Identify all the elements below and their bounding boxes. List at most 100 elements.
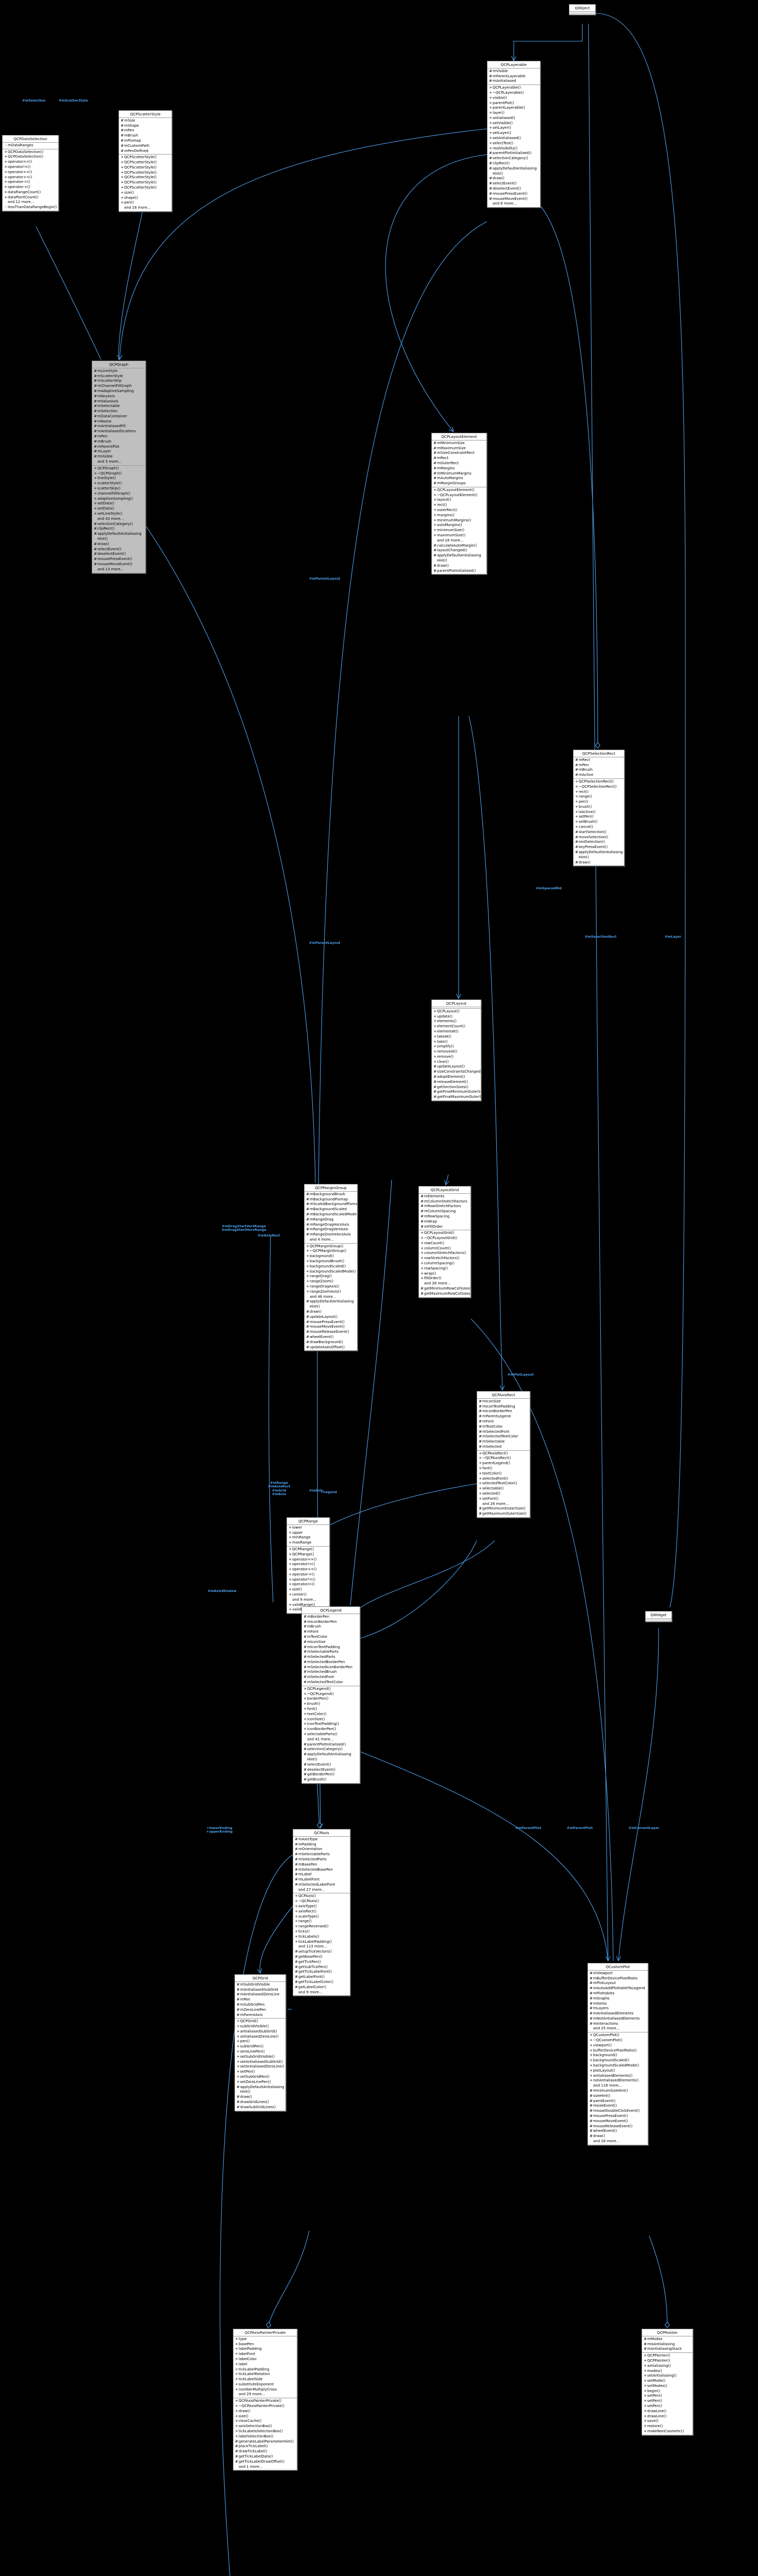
member-label: columnCount() [424,1246,451,1250]
visibility-marker [478,1502,482,1507]
visibility-marker: + [306,1269,309,1274]
attribute-row: #mAutoAddPlottableToLegend [588,1986,648,1991]
member-label: rangeZoom() [310,1279,333,1284]
member-label: deselectEvent() [97,552,126,556]
visibility-marker: # [121,143,124,148]
member-label: ~QCustomPlot() [593,2038,622,2043]
method-row: #draw() [305,1310,357,1315]
class-box-qcpgraph[interactable]: QCPGraph#mLineStyle#mScatterStyle#mScatt… [92,361,146,573]
visibility-marker: + [304,1702,307,1706]
visibility-marker: + [589,2048,593,2053]
member-label: selectEvent() [493,181,517,186]
member-label: range() [298,1919,312,1924]
visibility-marker: # [94,454,97,459]
class-box-qcpselectionrect[interactable]: QCPSelectionRect#mRect#mPen#mBrush#mActi… [573,750,625,867]
visibility-marker: + [4,164,7,169]
class-box-qcpaxispainterprivate[interactable]: QCPAxisPainterPrivate+type+basePen+label… [233,2329,297,2471]
class-box-qcplayout[interactable]: QCPLayout+QCPLayout()+update()+elements(… [431,999,481,1101]
member-label: mLabel [298,1872,312,1877]
visibility-marker: + [295,1904,298,1909]
member-label: center() [292,1592,307,1597]
class-name: QCPScatterStyle [119,111,172,118]
visibility-marker: + [235,2367,238,2371]
attribute-row: +numberMultiplyCross [233,2387,297,2393]
method-row: #getBrush() [302,1777,360,1783]
visibility-marker: # [420,1209,424,1214]
attribute-row: #mIconTextPadding [302,1645,360,1650]
member-label-continuation: Hint() [310,1304,320,1309]
method-row: +parentLayerable() [487,106,540,111]
visibility-marker: + [433,1039,436,1044]
member-label: scatterStyle() [97,481,122,486]
class-box-qcpgrid[interactable]: QCPGrid#mSubGridVisible#mAntialiasedSubG… [234,1974,286,2111]
class-box-qwidget[interactable]: QWidget [645,1611,672,1622]
edge-label-l17: #mParentPlot [515,1826,542,1830]
member-label: subGridVisible() [240,2024,269,2029]
method-row: +drawLine() [642,2409,693,2414]
visibility-marker: + [479,1451,482,1455]
member-label: parentPlotInitialized() [307,1742,346,1747]
member-label: and 12 more... [8,200,35,205]
class-box-qcppainter[interactable]: QCPPainter#mModes#mIsAntialiasing#mAntia… [642,2329,693,2435]
class-methods-section: +QCPLayerable()+~QCPLayerable()+visible(… [487,85,540,207]
visibility-marker: + [306,1264,309,1268]
attribute-row: +label [233,2362,297,2367]
visibility-marker: # [306,1314,309,1319]
method-row: #resizeEvent() [588,2104,648,2109]
visibility-marker: + [489,126,492,130]
member-label: getTickPen() [298,1959,321,1964]
member-label: mActive [579,773,594,777]
class-box-qcustomplot[interactable]: QCustomPlot#mViewport#mBufferDevicePixel… [587,1963,648,2145]
class-box-qobject[interactable]: QObject [569,4,596,15]
method-row: +QCPRange() [287,1552,329,1557]
class-box-qcplayoutgrid[interactable]: QCPLayoutGrid#mElements#mColumnStretchFa… [418,1186,471,1298]
member-label: and 16 more... [124,206,151,210]
member-label: tickLabelsSelectionBox() [239,2429,283,2434]
member-label: rowStretchFactors() [424,1256,460,1261]
class-box-qcplayerable[interactable]: QCPLayerable#mVisible#mParentLayerable#m… [487,61,541,208]
attribute-row: #mSelectedParts [293,1857,350,1862]
class-name: QCPDataSelection [3,135,58,143]
member-label: rowCount() [424,1241,444,1245]
attribute-row: #mSubGridVisible [235,1982,285,1988]
method-row: +QCPGraph() [92,466,145,471]
class-box-qcpaxisrect[interactable]: QCPAxisRect#mIconSize#mIconTextPadding#m… [477,1391,530,1518]
class-box-qcplegend[interactable]: QCPLegend#mBorderPen#mIconBorderPen#mBru… [301,1606,360,1784]
member-label: getTickLabelData() [239,2454,273,2459]
visibility-marker: + [644,2394,647,2398]
member-label: ~QCPAxisRect() [482,1456,511,1461]
method-row: +clearCache() [233,2419,297,2424]
member-label: setLineStyle() [97,512,123,516]
visibility-marker: + [420,1256,424,1261]
visibility-marker: # [489,191,492,196]
method-row: +~QCustomPlot() [588,2038,648,2043]
class-box-qcpmarginroup[interactable]: QCPMarginGroup#mBackgroundBrush#mBackgro… [304,1184,358,1351]
visibility-marker: + [420,1251,424,1256]
method-row: +columnSpacing() [419,1261,470,1266]
class-name: QCustomPlot [588,1963,648,1971]
member-label: pen() [240,2039,250,2044]
visibility-marker: # [304,1659,307,1664]
edge-label-l4: #mParentLayout [309,941,341,945]
member-label: generateLabelParameterHint() [239,2439,294,2444]
member-label: QCPMarginGroup() [310,1244,344,1248]
class-box-qcprange[interactable]: QCPRange+lower+upper+minRange+maxRange+Q… [287,1517,330,1614]
member-label: mParentLegend [482,1414,511,1419]
method-row: +font() [477,1466,530,1471]
method-row: +operator*=() [287,1578,329,1583]
method-row: #drawSubGridLines() [235,2105,285,2110]
member-label: backgroundBrush() [310,1259,345,1264]
method-row: +QCPAxisRect() [477,1451,530,1456]
class-box-qcplayoutelement[interactable]: QCPLayoutElement#mMinimumSize#mMaximumSi… [431,433,487,575]
member-label: and 118 more... [593,2083,622,2088]
visibility-marker: # [433,1095,436,1099]
visibility-marker: + [289,1540,292,1545]
class-box-qcpdataselection[interactable]: QCPDataSelection-mDataRanges+QCPDataSele… [2,135,59,212]
class-box-qcpaxis[interactable]: QCPAxis#mAxisType#mPadding#mOrientation#… [293,1829,350,1996]
class-box-qcpscatterstyle[interactable]: QCPScatterStyle#mSize#mShape#mPen#mBrush… [119,110,172,212]
method-row: +wrap() [419,1272,470,1277]
visibility-marker: # [94,394,97,398]
visibility-marker: # [306,1340,309,1344]
member-label: getLabelFont() [298,1975,325,1979]
visibility-marker: # [420,1219,424,1224]
